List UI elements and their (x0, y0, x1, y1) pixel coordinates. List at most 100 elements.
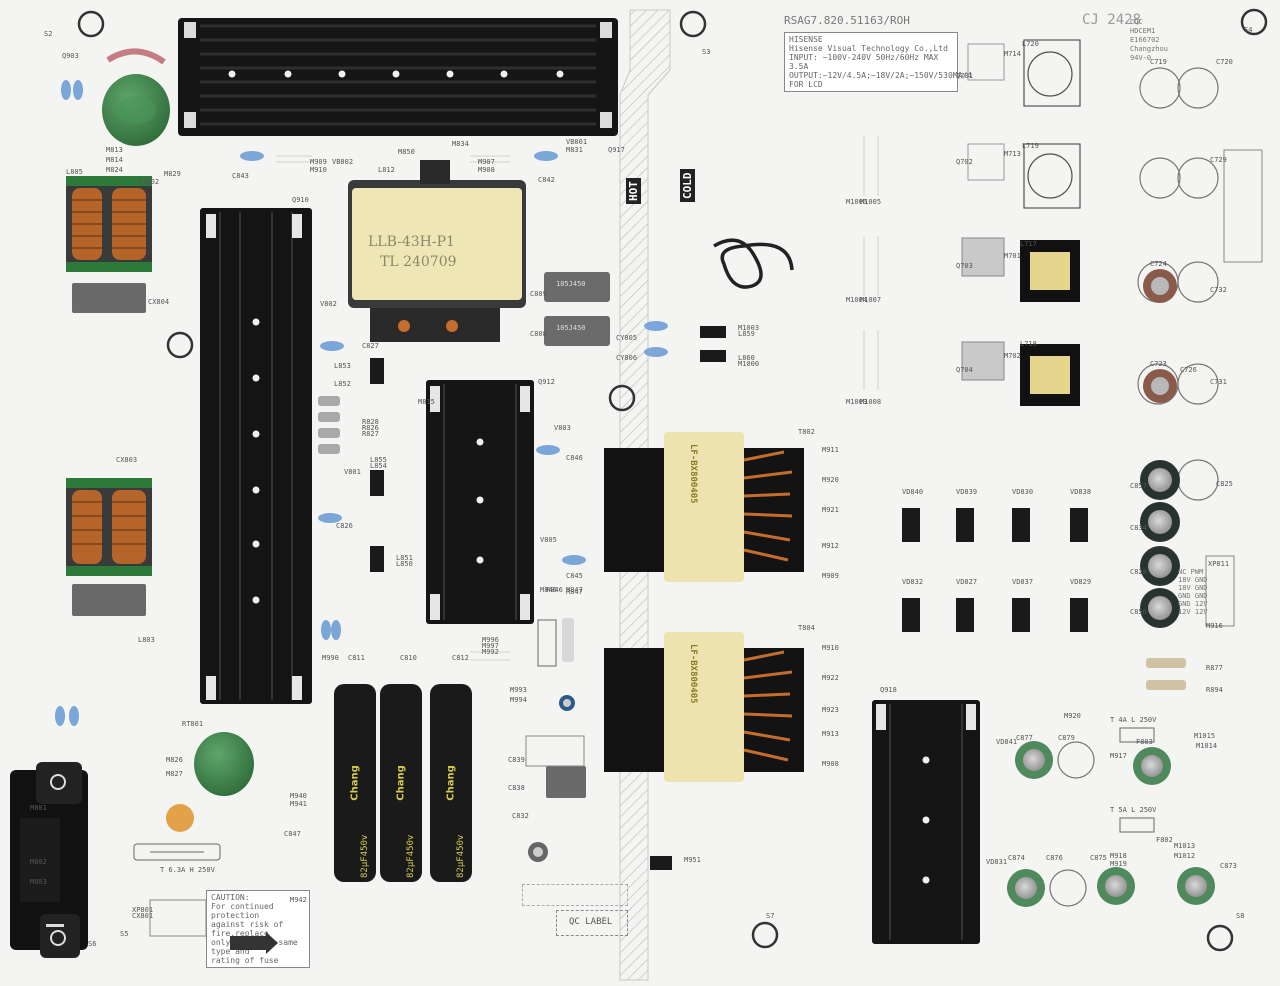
designator-label: M829 (164, 170, 181, 178)
designator-label: M910 (310, 166, 327, 174)
designator-label: M912 (822, 542, 839, 550)
designator-label: R827 (362, 430, 379, 438)
designator-label: L720 (1022, 40, 1039, 48)
designator-label: XP811 (1208, 560, 1230, 568)
inductor-coil-icon (1023, 39, 1081, 209)
designator-label: Q703 (956, 262, 973, 270)
designator-label: M940 (290, 792, 307, 800)
designator-label: F803 (1136, 738, 1153, 746)
designator-label: L851 (396, 554, 413, 562)
caution-line: against risk of fire,replace (211, 920, 284, 938)
designator-label: M909 (310, 158, 327, 166)
designator-label: RT801 (182, 720, 204, 728)
connector-row: 18V GND (1178, 576, 1208, 584)
designator-label: VD837 (1012, 578, 1034, 586)
designator-label: CY806 (616, 354, 638, 362)
connector-row: GND GND (1178, 592, 1208, 600)
designator-label: M1006 (846, 198, 868, 206)
designator-label: C874 (1008, 854, 1025, 862)
designator-label: R877 (1206, 664, 1223, 672)
shield-can (961, 237, 1005, 381)
designator-label: C843 (232, 172, 249, 180)
ceramic-capacitor (166, 804, 194, 832)
ac-inlet-icon (10, 762, 88, 958)
designator-label: M951 (684, 856, 701, 864)
designator-label: L717 (1020, 240, 1037, 248)
info-line: INPUT: ~100V-240V 50Hz/60Hz MAX 3.5A (789, 53, 939, 71)
designator-label: L850 (396, 560, 413, 568)
designator-label: VD827 (956, 578, 978, 586)
designator-label: S5 (120, 930, 129, 938)
inductor-coil-icon (66, 176, 152, 576)
designator-label: C839 (508, 756, 525, 764)
electrolytic-capacitor (528, 269, 1215, 907)
designator-label: CX803 (116, 456, 138, 464)
designator-label: C811 (348, 654, 365, 662)
transformer-t804-marking: LF-BX800405 (688, 644, 698, 704)
x-capacitor (72, 283, 586, 798)
designator-label: M992 (482, 648, 499, 656)
designator-label: M801 (30, 804, 47, 812)
designator-label: M994 (510, 696, 527, 704)
varistor (102, 48, 254, 796)
designator-label: C825 (1216, 480, 1233, 488)
designator-label: M996 (482, 636, 499, 644)
ceramic-capacitor (55, 80, 668, 726)
designator-label: M916 (1206, 622, 1223, 630)
designator-label: R846 (546, 586, 563, 594)
diode-icon (370, 326, 1088, 870)
designator-label: VD831 (986, 858, 1008, 866)
designator-label: C724 (1150, 260, 1167, 268)
main-transformer (348, 160, 526, 342)
designator-label: M701 (1004, 252, 1021, 260)
designator-label: VD838 (1070, 488, 1092, 496)
designator-label: VD832 (902, 578, 924, 586)
designator-label: Q704 (956, 366, 973, 374)
info-line: HISENSE (789, 35, 823, 44)
designator-label: T802 (798, 428, 815, 436)
designator-label: M814 (106, 156, 123, 164)
cert-block: CQC HDCEM1 E166702 Changzhou 94V-0 (1130, 18, 1168, 63)
heatsink-icon (872, 700, 980, 944)
designator-label: L718 (1020, 340, 1037, 348)
designator-label: R828 (362, 418, 379, 426)
designator-label: M831 (566, 146, 583, 154)
board-batch: CJ 2428 (1082, 12, 1142, 28)
bulk-capacitor: Chang (334, 684, 376, 882)
designator-label: VD840 (902, 488, 924, 496)
heatsink-icon (426, 380, 534, 624)
designator-label: VD841 (996, 738, 1018, 746)
fuse-icon (133, 619, 1155, 861)
designator-label: R826 (362, 424, 379, 432)
cap-rating: 82μF450v (360, 834, 370, 878)
designator-label: Q701 (956, 72, 973, 80)
hot-label: HOT (626, 178, 641, 204)
designator-label: M1003 (738, 324, 760, 332)
designator-label: C846 (566, 454, 583, 462)
designator-label: CX801 (132, 912, 154, 920)
connector-table: NC PWM 18V GND 18V GND GND GND GND 12V 1… (1178, 568, 1208, 616)
designator-label: M908 (478, 166, 495, 174)
designator-label: M920 (1064, 712, 1081, 720)
connector-row: GND 12V (1178, 600, 1208, 608)
caution-line: rating of fuse (211, 956, 279, 965)
designator-label: S3 (702, 48, 711, 56)
designator-label: C879 (1058, 734, 1075, 742)
designator-label: VB801 (566, 138, 588, 146)
designator-label: C723 (1150, 360, 1167, 368)
designator-label: M713 (1004, 150, 1021, 158)
designator-label: L852 (334, 380, 351, 388)
designator-label: S4 (1244, 26, 1253, 34)
info-line: Hisense Visual Technology Co.,Ltd (789, 44, 948, 53)
designator-label: M847 (566, 586, 583, 594)
designator-label: M907 (478, 158, 495, 166)
connector-header: NC PWM (1178, 568, 1204, 576)
designator-label: L859 (738, 330, 755, 338)
barcode-area (522, 884, 628, 906)
designator-label: M1005 (860, 198, 882, 206)
designator-label: C812 (452, 654, 469, 662)
designator-label: S2 (44, 30, 53, 38)
designator-label: C828 (1130, 568, 1147, 576)
